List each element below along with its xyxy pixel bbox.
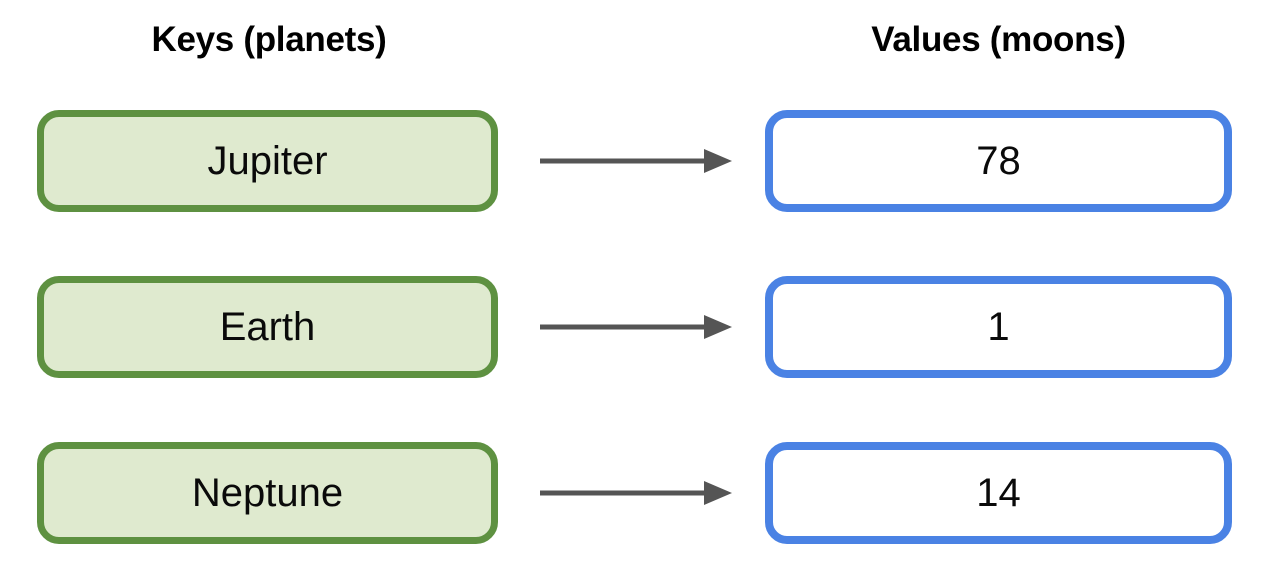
key-label: Jupiter [207, 139, 328, 183]
value-label: 78 [976, 139, 1021, 183]
mapping-row: Earth 1 [0, 276, 1288, 378]
key-label: Neptune [191, 471, 344, 515]
mapping-row: Jupiter 78 [0, 110, 1288, 212]
value-box-neptune[interactable]: 14 [765, 442, 1232, 544]
mapping-row: Neptune 14 [0, 442, 1288, 544]
value-label: 14 [976, 471, 1021, 515]
value-box-earth[interactable]: 1 [765, 276, 1232, 378]
key-box-earth[interactable]: Earth [37, 276, 498, 378]
value-box-jupiter[interactable]: 78 [765, 110, 1232, 212]
key-label: Earth [219, 305, 316, 349]
arrow-right-icon [540, 149, 732, 173]
value-label: 1 [987, 305, 1010, 349]
key-box-jupiter[interactable]: Jupiter [37, 110, 498, 212]
values-column-header: Values (moons) [871, 20, 1126, 59]
keys-column-header: Keys (planets) [151, 20, 387, 59]
arrow-right-icon [540, 481, 732, 505]
key-box-neptune[interactable]: Neptune [37, 442, 498, 544]
arrow-right-icon [540, 315, 732, 339]
